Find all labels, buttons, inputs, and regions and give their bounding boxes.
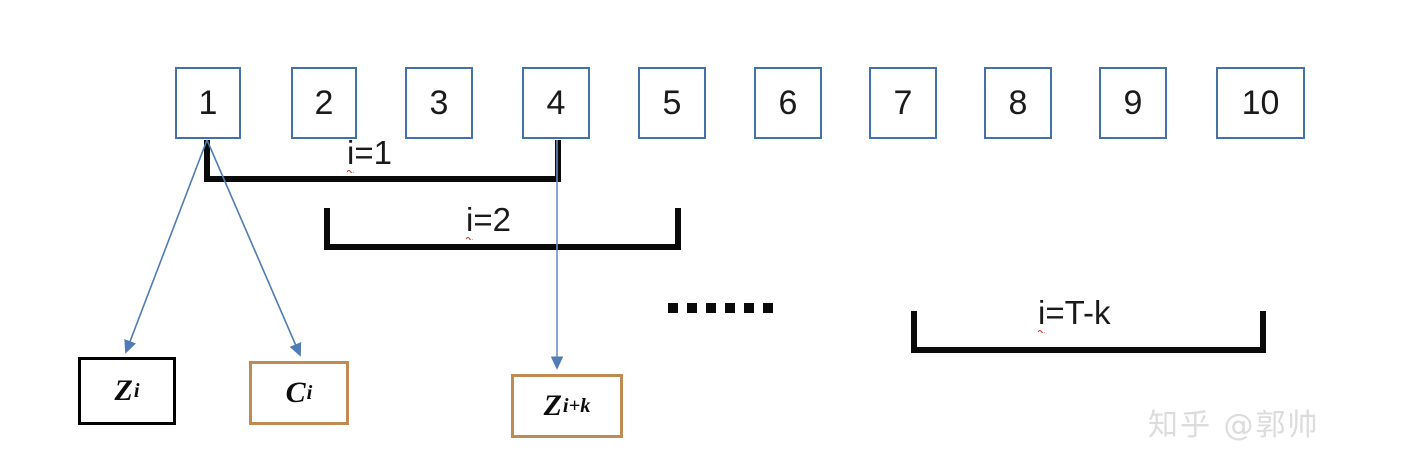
timestep-box-2: 2 [291, 67, 357, 139]
timestep-box-10: 10 [1216, 67, 1305, 139]
z-i-plus-k-box-base: Z [543, 389, 562, 422]
zhihu-watermark: 知乎 @郭帅 [1148, 408, 1320, 443]
arrow-box1-to-zi [124, 139, 208, 354]
spellcheck-underline: i [1038, 294, 1046, 333]
spellcheck-underline: i [466, 201, 474, 240]
timestep-box-5: 5 [638, 67, 706, 139]
bracket-i-t-minus-k-label-text: =T-k [1045, 294, 1111, 331]
ellipsis-dot [763, 303, 773, 313]
arrow-box1-to-ci [206, 139, 302, 357]
timestep-box-9: 9 [1099, 67, 1167, 139]
ellipsis-dots [668, 303, 773, 313]
ellipsis-dot [725, 303, 735, 313]
bracket-i-2-label-text: =2 [473, 201, 511, 238]
timestep-box-8: 8 [984, 67, 1052, 139]
ellipsis-dot [744, 303, 754, 313]
bracket-i-2-label: i=2 [466, 201, 511, 240]
ellipsis-dot [668, 303, 678, 313]
arrows-group [124, 139, 564, 370]
timestep-box-6: 6 [754, 67, 822, 139]
timestep-box-1: 1 [175, 67, 241, 139]
timestep-box-7: 7 [869, 67, 937, 139]
ellipsis-dot [687, 303, 697, 313]
z-i-box-subscript: i [133, 379, 140, 402]
timestep-box-4: 4 [522, 67, 590, 139]
bracket-i-1-label: i=1 [347, 134, 392, 173]
timestep-box-3: 3 [405, 67, 473, 139]
z-i-plus-k-box-subscript: i+k [562, 394, 591, 417]
ellipsis-dot [706, 303, 716, 313]
spellcheck-underline: i [347, 134, 355, 173]
z-i-box-base: Z [114, 374, 133, 407]
c-i-box-base: C [285, 376, 306, 409]
bracket-i-1-label-text: =1 [354, 134, 392, 171]
c-i-box-subscript: i [306, 381, 313, 404]
bracket-i-t-minus-k-label: i=T-k [1038, 294, 1111, 333]
